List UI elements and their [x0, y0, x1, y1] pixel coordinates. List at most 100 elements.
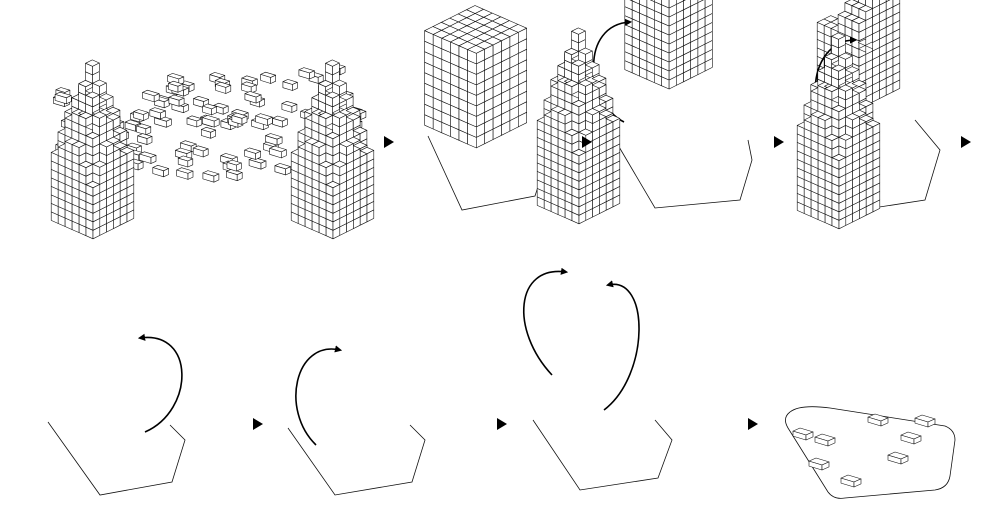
block-side	[880, 417, 889, 427]
block-side	[225, 84, 232, 94]
block-side	[605, 98, 614, 111]
block-side	[821, 461, 830, 471]
block-side	[260, 160, 267, 170]
block-side	[872, 0, 880, 9]
step-6-tapered-tower	[287, 59, 426, 496]
block-face	[653, 0, 663, 6]
block-side	[675, 0, 684, 5]
block-side	[281, 118, 288, 128]
block-side	[113, 116, 121, 129]
block-side	[276, 136, 283, 146]
block-side	[187, 170, 194, 180]
block-side	[690, 0, 699, 7]
block-side	[222, 105, 229, 115]
block-side	[145, 126, 152, 136]
block-side	[683, 0, 686, 2]
block-side	[166, 118, 172, 128]
block-side	[99, 82, 107, 96]
block-face	[639, 0, 648, 8]
block-side	[150, 155, 157, 164]
block-side	[585, 50, 593, 64]
block-side	[805, 431, 814, 441]
block-side	[838, 35, 846, 49]
triangle-right-icon	[748, 418, 758, 430]
block-side	[845, 55, 853, 69]
block-side	[250, 84, 257, 94]
block-face	[629, 0, 633, 2]
block-side	[900, 455, 909, 465]
block-side	[352, 116, 361, 129]
curved-arrow-left	[523, 267, 569, 376]
step-3-stepped-tower	[592, 0, 753, 209]
block-side	[202, 148, 209, 158]
step-8-tower-with-pavilions	[785, 32, 956, 499]
block-side	[332, 62, 340, 76]
site-outline	[427, 129, 551, 211]
block-side	[291, 104, 298, 113]
block-side	[177, 83, 184, 93]
block-side	[285, 166, 292, 176]
block-side	[255, 94, 262, 104]
block-side	[183, 104, 189, 113]
triangle-right-icon	[582, 136, 592, 148]
site-outline	[287, 424, 426, 496]
block-face	[631, 0, 640, 5]
block-side	[851, 69, 860, 82]
curved-arrow-right	[603, 280, 640, 411]
site-outline	[47, 421, 186, 496]
block-side	[913, 435, 922, 445]
block-side	[339, 82, 347, 96]
block-side	[160, 110, 166, 120]
block-side	[872, 123, 881, 136]
block-side	[236, 172, 243, 181]
block-side	[163, 168, 169, 178]
block-side	[704, 0, 713, 9]
block-side	[339, 66, 346, 76]
block-side	[163, 99, 170, 109]
block-side	[853, 478, 862, 488]
block-side	[196, 118, 203, 128]
triangle-right-icon	[774, 136, 784, 148]
block-side	[119, 130, 128, 143]
block-side	[668, 0, 677, 9]
curved-arrow	[137, 333, 183, 433]
block-side	[598, 84, 607, 97]
site-outline	[532, 419, 673, 491]
triangle-right-icon	[961, 136, 971, 148]
block-side	[865, 103, 874, 116]
block-side	[885, 0, 891, 3]
triangle-right-icon	[384, 136, 394, 148]
block-face	[865, 0, 873, 9]
triangle-right-icon	[497, 418, 507, 430]
block-side	[345, 96, 354, 109]
block-side	[213, 173, 220, 183]
block-face	[858, 0, 866, 6]
block-side	[359, 130, 368, 143]
block-side	[183, 87, 189, 97]
block-side	[827, 437, 836, 447]
block-face	[649, 0, 655, 2]
block-side	[892, 0, 901, 8]
block-side	[92, 62, 100, 76]
curved-arrow	[295, 345, 343, 446]
block-side	[213, 118, 220, 128]
block-side	[578, 30, 586, 44]
block-side	[236, 162, 242, 172]
block-side	[927, 418, 936, 428]
block-side	[106, 96, 114, 109]
block-side	[178, 97, 185, 107]
site-outline	[614, 139, 753, 209]
block-side	[210, 129, 216, 139]
block-face	[661, 0, 670, 9]
block-side	[612, 118, 621, 131]
block-side	[255, 150, 262, 160]
site-outline	[785, 406, 956, 499]
block-side	[517, 27, 528, 44]
step-2-cube-mass	[424, 5, 551, 211]
block-side	[309, 70, 315, 80]
block-side	[280, 149, 287, 159]
block-side	[366, 150, 375, 163]
block-side	[66, 95, 72, 105]
block-side	[146, 136, 153, 145]
